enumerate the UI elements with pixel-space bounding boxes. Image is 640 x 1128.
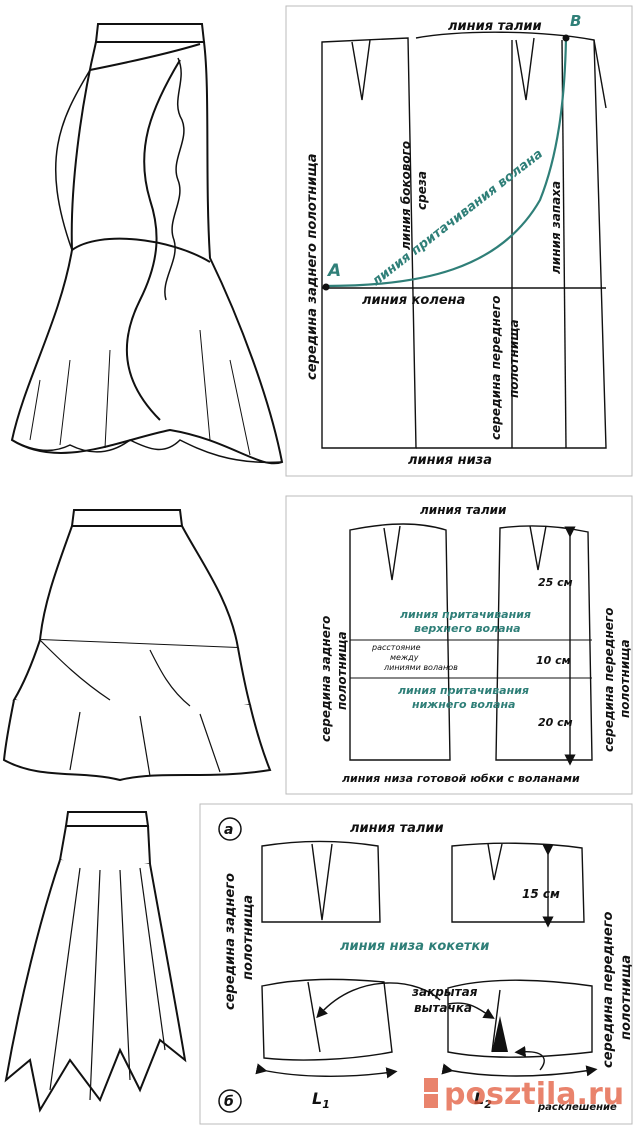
lower-flounce-label-2: нижнего волана: [412, 698, 515, 711]
waist-line-label-3: линия талии: [350, 821, 444, 836]
lower-flounce-label-1: линия притачивания: [398, 684, 529, 697]
back-center-label-3b: полотнища: [241, 895, 256, 980]
back-center-label: середина заднего полотнища: [305, 153, 320, 380]
upper-flounce-label-1: линия притачивания: [400, 608, 531, 621]
wrap-line-label: линия запаха: [549, 181, 563, 274]
point-a-label: А: [326, 261, 341, 281]
yoke-hem-label: линия низа кокетки: [340, 939, 489, 954]
front-center-label-2a: середина переднего: [602, 608, 616, 752]
length-l2-label: L2: [474, 1089, 492, 1111]
waist-line-label: линия талии: [448, 19, 542, 34]
pattern-panel-1: линия талии В А линия колена линия низа …: [285, 5, 633, 477]
label-b: б: [224, 1094, 234, 1110]
closed-dart-label-1: закрытая: [411, 985, 478, 999]
front-center-label-1: середина переднего: [489, 296, 503, 440]
mermaid-skirt-illustration: [10, 23, 284, 465]
tiered-skirt-illustration: [2, 509, 272, 782]
dimension-10cm: 10 см: [536, 654, 571, 667]
waist-line-label-2: линия талии: [420, 503, 507, 517]
hem-line-label: линия низа: [408, 453, 492, 468]
front-center-label-2: полотнища: [507, 319, 521, 398]
point-b-dot: [562, 34, 570, 42]
distance-label-3: линиями воланов: [383, 663, 458, 672]
closed-dart-label-2: вытачка: [414, 1001, 472, 1015]
label-b-circle: [218, 1089, 242, 1113]
dimension-20cm: 20 см: [538, 716, 573, 729]
dimension-15cm: 15 см: [522, 887, 560, 901]
side-cut-label-1: линия бокового: [399, 141, 413, 250]
length-l1-label: L1: [312, 1089, 330, 1111]
distance-label-1: расстояние: [371, 643, 421, 652]
front-center-label-3b: полотнища: [619, 955, 634, 1040]
pattern-panel-3: а б линия талии середина заднего полотни…: [199, 803, 634, 1125]
point-b-label: В: [570, 12, 581, 30]
back-center-label-2b: полотнища: [335, 631, 349, 710]
watermark: posztila.ru: [424, 1077, 624, 1112]
hem-line-label-2: линия низа готовой юбки с воланами: [342, 772, 580, 785]
flare-label: расклешение: [537, 1102, 617, 1113]
back-center-label-3a: середина заднего: [223, 873, 238, 1010]
back-center-label-2a: середина заднего: [319, 616, 333, 742]
dimension-25cm: 25 см: [538, 576, 573, 589]
handkerchief-skirt-illustration: [4, 811, 187, 1113]
upper-flounce-label-2: верхнего волана: [414, 622, 521, 635]
flounce-attachment-curve: [325, 37, 568, 288]
label-a-circle: [218, 817, 242, 841]
front-center-label-3a: середина переднего: [601, 911, 616, 1068]
front-center-label-2b: полотнища: [618, 639, 632, 718]
side-cut-label-2: среза: [415, 171, 429, 210]
knee-line-label: линия колена: [362, 293, 465, 308]
point-a-dot: [322, 283, 330, 291]
label-a: а: [224, 822, 233, 838]
pattern-panel-2: линия талии середина заднего полотнища с…: [285, 495, 633, 795]
distance-label-2: между: [390, 653, 419, 662]
watermark-text: posztila.ru: [444, 1077, 624, 1112]
